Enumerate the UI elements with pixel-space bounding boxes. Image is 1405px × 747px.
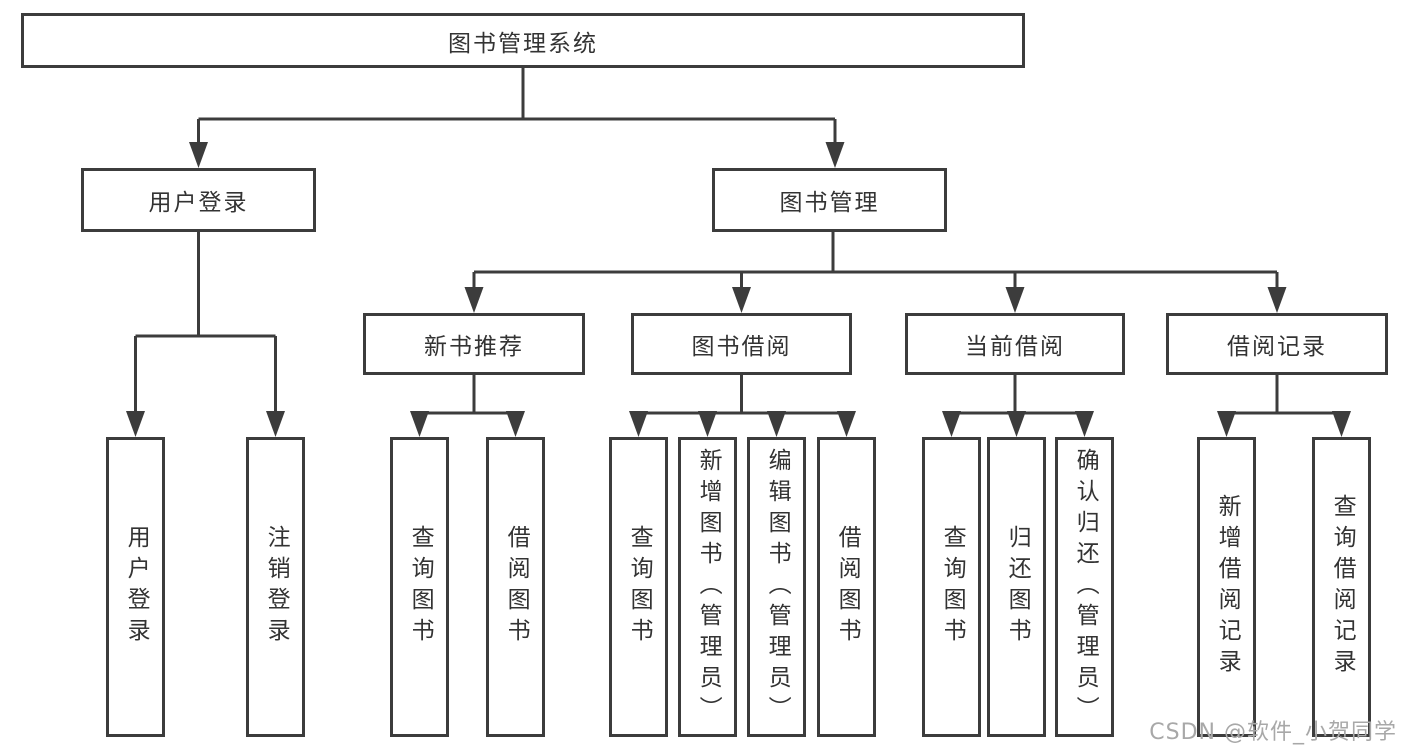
leaf-newbook-borrow-books: 借阅图书: [486, 437, 545, 737]
node-user-login-label: 用户登录: [148, 190, 249, 216]
leaf-records-query-record-label: 查询借阅记录: [1329, 494, 1356, 680]
node-book-borrow-label: 图书借阅: [691, 334, 792, 360]
leaf-logout: 注销登录: [246, 437, 305, 737]
leaf-borrow-add-books-admin-label: 新增图书（管理员）: [695, 447, 722, 727]
node-new-book-recommend-label: 新书推荐: [424, 334, 524, 360]
leaf-current-return-books: 归还图书: [987, 437, 1046, 737]
csdn-watermark: CSDN @软件_小贺同学: [1149, 720, 1397, 745]
node-borrow-records-label: 借阅记录: [1227, 334, 1327, 360]
node-book-borrow: 图书借阅: [631, 313, 852, 375]
leaf-borrow-query-books: 查询图书: [609, 437, 668, 737]
node-user-login: 用户登录: [81, 168, 316, 232]
leaf-borrow-borrow-books: 借阅图书: [817, 437, 876, 737]
root-node-library-system: 图书管理系统: [21, 13, 1025, 68]
leaf-records-add-record: 新增借阅记录: [1197, 437, 1256, 737]
leaf-borrow-query-books-label: 查询图书: [626, 525, 653, 649]
leaf-current-confirm-return-admin: 确认归还（管理员）: [1055, 437, 1114, 737]
leaf-borrow-add-books-admin: 新增图书（管理员）: [678, 437, 737, 737]
leaf-newbook-borrow-books-label: 借阅图书: [503, 525, 530, 649]
leaf-logout-label: 注销登录: [263, 525, 290, 649]
node-book-management-label: 图书管理: [779, 190, 880, 216]
leaf-user-login: 用户登录: [106, 437, 165, 737]
leaf-records-add-record-label: 新增借阅记录: [1214, 494, 1241, 680]
leaf-newbook-query-books: 查询图书: [390, 437, 449, 737]
leaf-user-login-label: 用户登录: [123, 525, 150, 649]
root-node-label: 图书管理系统: [448, 30, 598, 57]
leaf-newbook-query-books-label: 查询图书: [407, 525, 434, 649]
node-current-borrow: 当前借阅: [905, 313, 1125, 375]
leaf-current-return-books-label: 归还图书: [1004, 525, 1031, 649]
node-borrow-records: 借阅记录: [1166, 313, 1388, 375]
node-book-management: 图书管理: [712, 168, 947, 232]
leaf-borrow-borrow-books-label: 借阅图书: [834, 525, 861, 649]
leaf-current-query-books: 查询图书: [922, 437, 981, 737]
leaf-current-confirm-return-admin-label: 确认归还（管理员）: [1072, 447, 1099, 727]
node-new-book-recommend: 新书推荐: [363, 313, 585, 375]
leaf-records-query-record: 查询借阅记录: [1312, 437, 1371, 737]
leaf-borrow-edit-books-admin-label: 编辑图书（管理员）: [764, 447, 791, 727]
node-current-borrow-label: 当前借阅: [965, 334, 1065, 360]
leaf-borrow-edit-books-admin: 编辑图书（管理员）: [747, 437, 806, 737]
arrowheads: [126, 142, 1351, 437]
leaf-current-query-books-label: 查询图书: [939, 525, 966, 649]
